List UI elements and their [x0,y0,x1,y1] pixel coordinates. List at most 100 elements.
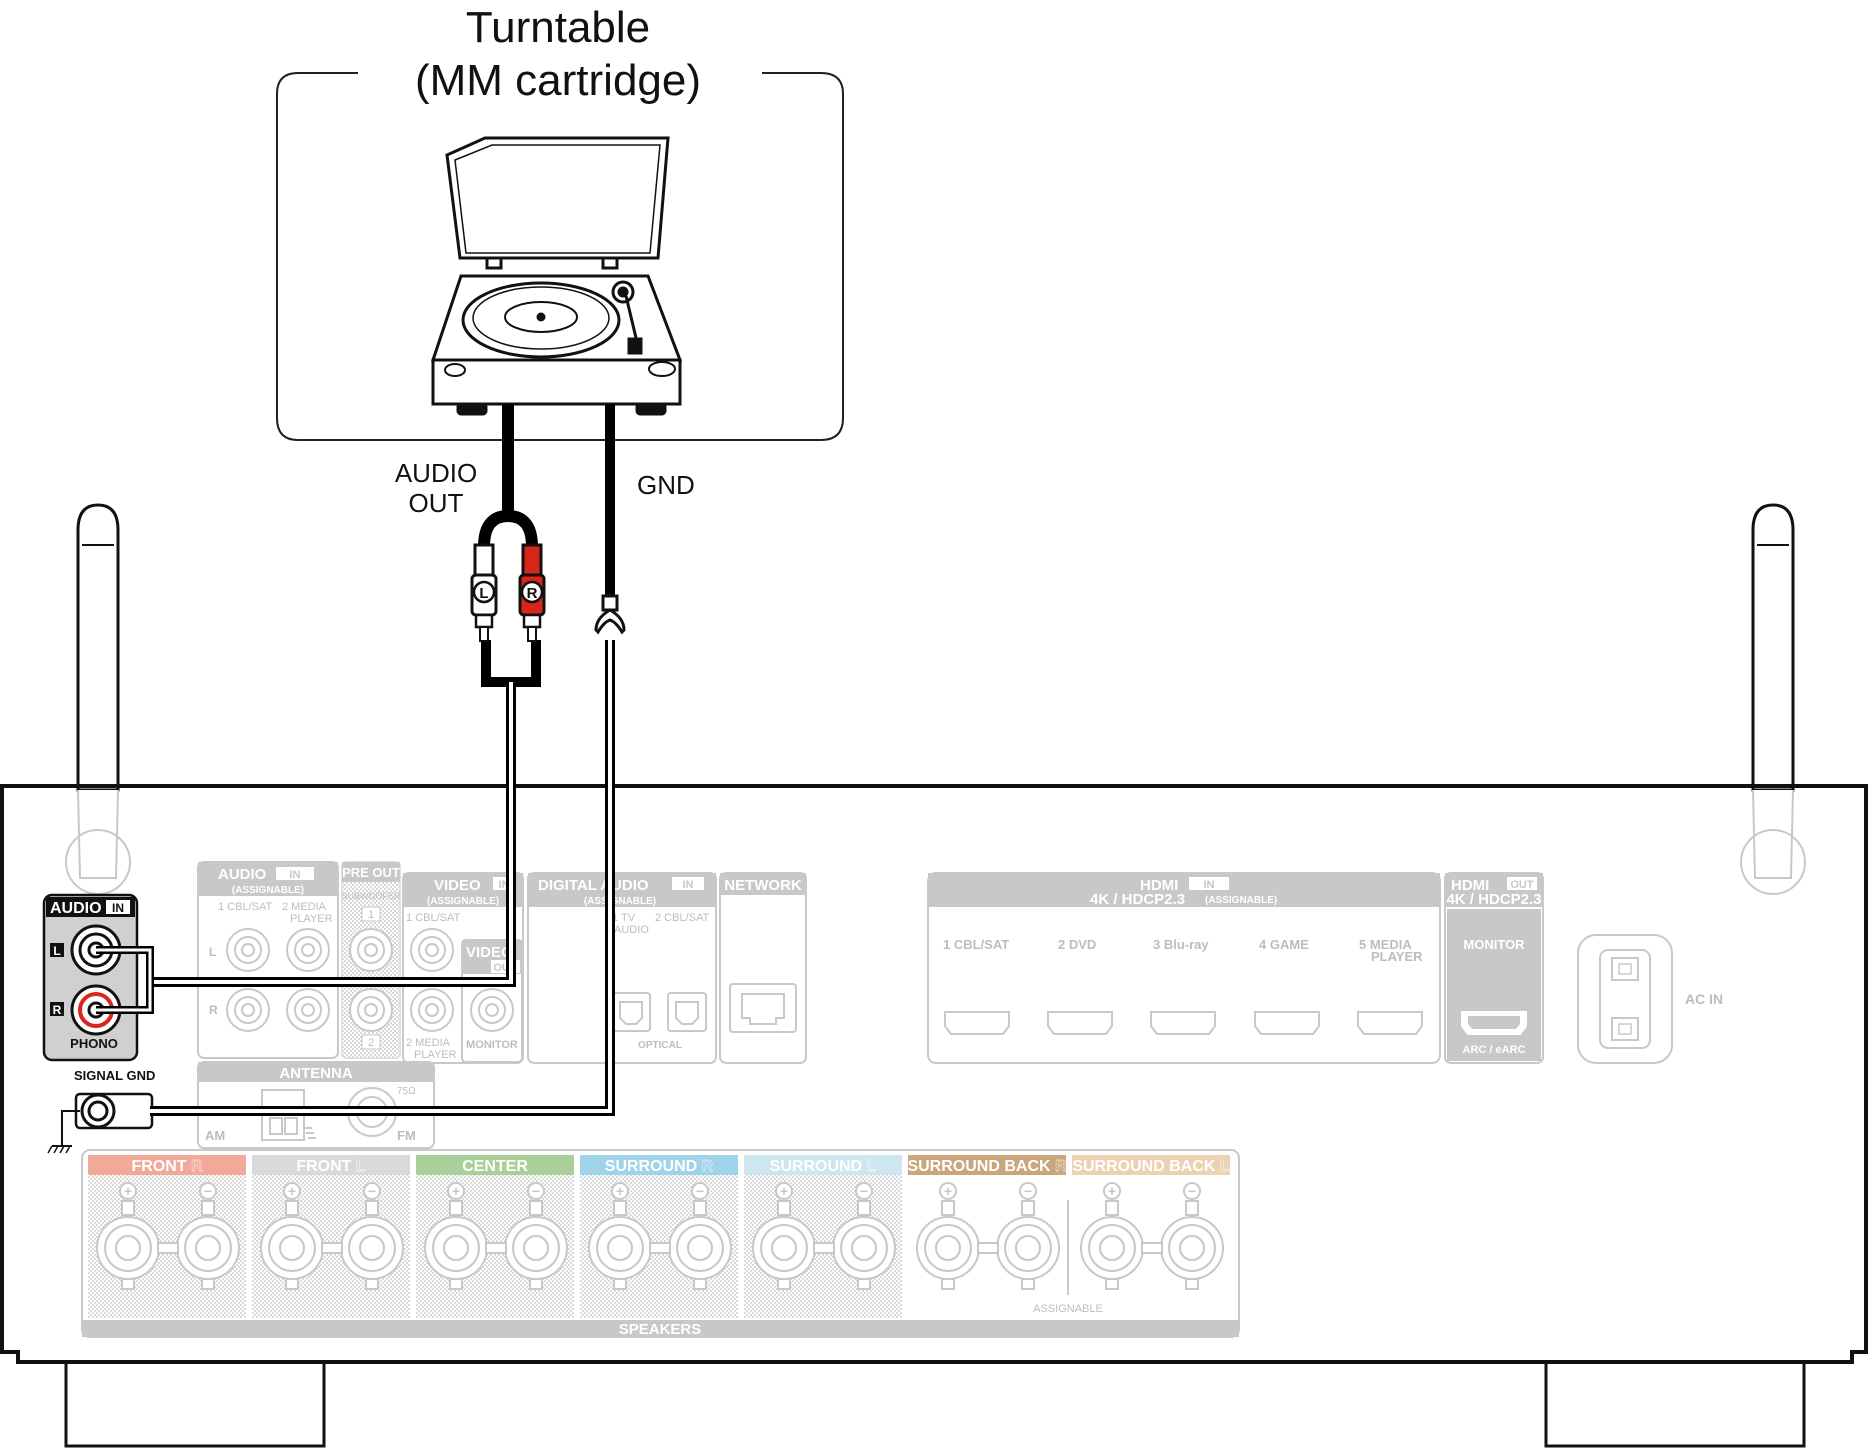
speaker-group-label: SURROUND L [770,1158,877,1175]
speakers-panel: SPEAKERS ASSIGNABLE FRONT R+−FRONT L+−CE… [81,1149,1240,1338]
polarity-sign: + [616,1183,624,1199]
polarity-sign: − [532,1183,540,1199]
signal-gnd-terminal[interactable]: SIGNAL GND [47,1068,155,1154]
polarity-sign: − [204,1183,212,1199]
audio-in-input1: 1 CBL/SAT [218,901,272,913]
speaker-group-5: SURROUND L + − [744,1155,902,1318]
polarity-sign: + [124,1183,132,1199]
polarity-sign: − [1024,1183,1032,1199]
speaker-group-4: SURROUND R+− [580,1155,738,1318]
pre-out-panel: PRE OUT SUBWOOFER 1 2 [341,861,401,1059]
speaker-terminal[interactable]: − [176,1182,240,1290]
audio-in-tag: IN [290,869,301,881]
audio-out-label-line1: AUDIO [395,458,477,488]
gnd-spade-lug [594,594,626,635]
speaker-terminal[interactable]: + [96,1182,160,1290]
ac-in-label: AC IN [1685,991,1723,1007]
hdmi-out-sub: 4K / HDCP2.3 [1446,891,1541,908]
antenna-am: AM [205,1128,225,1143]
speaker-terminal[interactable]: + [752,1182,816,1290]
speaker-terminal[interactable]: + [424,1182,488,1290]
hdmi-in-input-1: 1 CBL/SAT [943,937,1009,952]
polarity-sign: + [452,1183,460,1199]
plug-l-label: L [479,585,488,602]
speaker-group-7: SURROUND BACK L+− [1072,1155,1230,1290]
speaker-terminal[interactable]: + [260,1182,324,1290]
speaker-group-label: FRONT L [296,1158,366,1175]
speaker-terminal[interactable]: − [832,1182,896,1290]
speaker-terminal[interactable]: − [1160,1182,1224,1290]
video-panel: VIDEO IN (ASSIGNABLE) 1 CBL/SAT 2 MEDIA … [402,872,524,1064]
hdmi-in-tag: IN [1204,879,1215,891]
phono-header: AUDIO [50,900,102,917]
digital-audio-header: DIGITAL AUDIO [538,877,649,894]
receiver-chassis [0,784,1868,1364]
audio-out-label-line2: OUT [409,488,464,518]
hdmi-in-input-4: 4 GAME [1259,937,1309,952]
digital-audio-panel: DIGITAL AUDIO IN (ASSIGNABLE) 1 TV AUDIO… [527,872,717,1064]
pre-out-n2: 2 [368,1037,374,1049]
audio-in-input2: 2 MEDIA [282,901,327,913]
speakers-footer: SPEAKERS [619,1321,702,1338]
hdmi-in-input-5b: PLAYER [1371,949,1423,964]
video-in-input2: 2 MEDIA [406,1037,451,1049]
video-in-input1: 1 CBL/SAT [406,912,460,924]
phono-footer: PHONO [70,1036,118,1051]
digital-audio-footer: OPTICAL [638,1040,682,1051]
audio-in-l: L [209,945,216,959]
polarity-sign: − [860,1183,868,1199]
audio-in-input2b: PLAYER [290,913,333,925]
speaker-group-label: SURROUND BACK R [907,1158,1067,1175]
polarity-sign: − [696,1183,704,1199]
speaker-terminal[interactable]: − [668,1182,732,1290]
hdmi-in-sub: 4K / HDCP2.3 [1090,891,1185,908]
video-out-header: VIDEO [466,944,513,961]
speakers-assignable: ASSIGNABLE [1033,1303,1103,1315]
hdmi-out-tag: OUT [1510,879,1534,891]
pre-out-sub: SUBWOOFER [341,891,401,901]
phono-r-label: R [53,1003,62,1017]
audio-cable-lower [150,682,516,987]
speaker-terminal[interactable]: + [1080,1182,1144,1290]
antenna-left [65,503,131,895]
speaker-group-label: FRONT R [131,1158,203,1175]
polarity-sign: + [944,1183,952,1199]
antenna-ohm: 75Ω [397,1086,416,1097]
phono-input-panel: AUDIO IN L R PHONO [42,893,139,1062]
antenna-header: ANTENNA [279,1065,352,1082]
turntable-group: Turntable (MM cartridge) [276,3,844,441]
antenna-panel: ANTENNA 75Ω AM FM [197,1061,435,1149]
turntable-frame [276,72,844,441]
speaker-group-6: SURROUND BACK R + − [907,1155,1067,1290]
speaker-terminal[interactable]: + [916,1182,980,1290]
speaker-terminal[interactable]: − [996,1182,1060,1290]
plug-r-label: R [527,585,538,602]
hdmi-in-input-5: 5 MEDIA [1359,937,1412,952]
polarity-sign: − [1188,1183,1196,1199]
hdmi-in-input-3: 3 Blu-ray [1153,937,1209,952]
hdmi-out-header: HDMI [1451,877,1489,894]
speaker-group-label: CENTER [462,1158,528,1175]
video-in-sub: (ASSIGNABLE) [427,896,499,907]
speaker-terminal[interactable]: + [588,1182,652,1290]
audio-in-sub: (ASSIGNABLE) [232,885,304,896]
speaker-terminal[interactable]: − [504,1182,568,1290]
phono-header-tag: IN [112,901,124,915]
hdmi-in-input-2: 2 DVD [1058,937,1096,952]
receiver-rear-panel: AUDIO IN L R PHONO SIGNAL GND [0,503,1868,1448]
audio-in-panel: AUDIO IN (ASSIGNABLE) 1 CBL/SAT 2 MEDIA … [197,861,339,1059]
polarity-sign: − [368,1183,376,1199]
hdmi-in-sub-tag: (ASSIGNABLE) [1205,895,1277,906]
video-in-header: VIDEO [434,877,481,894]
polarity-sign: + [780,1183,788,1199]
phono-l-label: L [53,944,60,958]
hdmi-out-monitor: MONITOR [1463,937,1525,952]
network-header: NETWORK [724,877,802,894]
turntable-title-line1: Turntable [466,3,650,52]
hdmi-out-arc: ARC / eARC [1463,1044,1526,1056]
rca-plug-r: R [518,543,546,642]
antenna-right [1740,503,1806,895]
signal-gnd-label: SIGNAL GND [74,1068,155,1083]
rca-plug-l: L [470,543,498,642]
video-out-monitor: MONITOR [466,1039,518,1051]
